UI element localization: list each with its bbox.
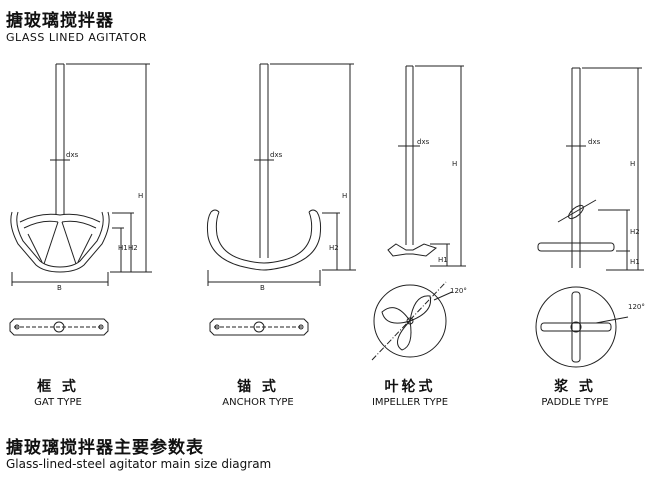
paddle-type-plan [535, 286, 629, 368]
paddle-height-label: H [630, 160, 635, 168]
impeller-type-name-en: IMPELLER TYPE [371, 397, 449, 408]
page-subtitle: GLASS LINED AGITATOR [6, 31, 148, 44]
gat-type-name-en: GAT TYPE [34, 397, 82, 408]
anchor-type-elevation [206, 63, 356, 286]
footer-subtitle: Glass-lined-steel agitator main size dia… [6, 457, 272, 471]
anchor-height-label: H [342, 192, 347, 200]
impeller-type-elevation [387, 65, 466, 267]
gat-type-elevation [10, 63, 152, 286]
impeller-type-plan [371, 281, 453, 361]
gat-width-label: B [57, 284, 62, 292]
impeller-h1-label: H1 [438, 256, 448, 264]
gat-shaft-label: dxs [66, 151, 79, 159]
anchor-type-name-cn: 锚 式 [237, 379, 279, 395]
impeller-type-name-cn: 叶轮式 [384, 379, 436, 395]
footer-title: 搪玻璃搅拌器主要参数表 [6, 438, 204, 458]
anchor-shaft-label: dxs [270, 151, 283, 159]
gat-h2-label: H2 [128, 244, 138, 252]
gat-height-label: H [138, 192, 143, 200]
gat-type-name-cn: 框 式 [37, 379, 79, 395]
paddle-angle-label: 120° [628, 303, 645, 311]
paddle-type-name-cn: 浆 式 [554, 379, 596, 395]
gat-h1-label: H1 [118, 244, 128, 252]
anchor-type-name-en: ANCHOR TYPE [222, 397, 294, 408]
impeller-angle-label: 120° [450, 287, 467, 295]
impeller-shaft-label: dxs [417, 138, 430, 146]
paddle-shaft-label: dxs [588, 138, 601, 146]
anchor-h2-label: H2 [329, 244, 339, 252]
paddle-h1-label: H1 [630, 258, 640, 266]
impeller-height-label: H [452, 160, 457, 168]
paddle-type-elevation [537, 67, 644, 271]
anchor-width-label: B [260, 284, 265, 292]
paddle-type-name-en: PADDLE TYPE [541, 397, 609, 408]
page-title: 搪玻璃搅拌器 [6, 11, 114, 31]
anchor-type-plan [209, 318, 309, 336]
gat-type-plan [9, 318, 109, 336]
paddle-h2-label: H2 [630, 228, 640, 236]
